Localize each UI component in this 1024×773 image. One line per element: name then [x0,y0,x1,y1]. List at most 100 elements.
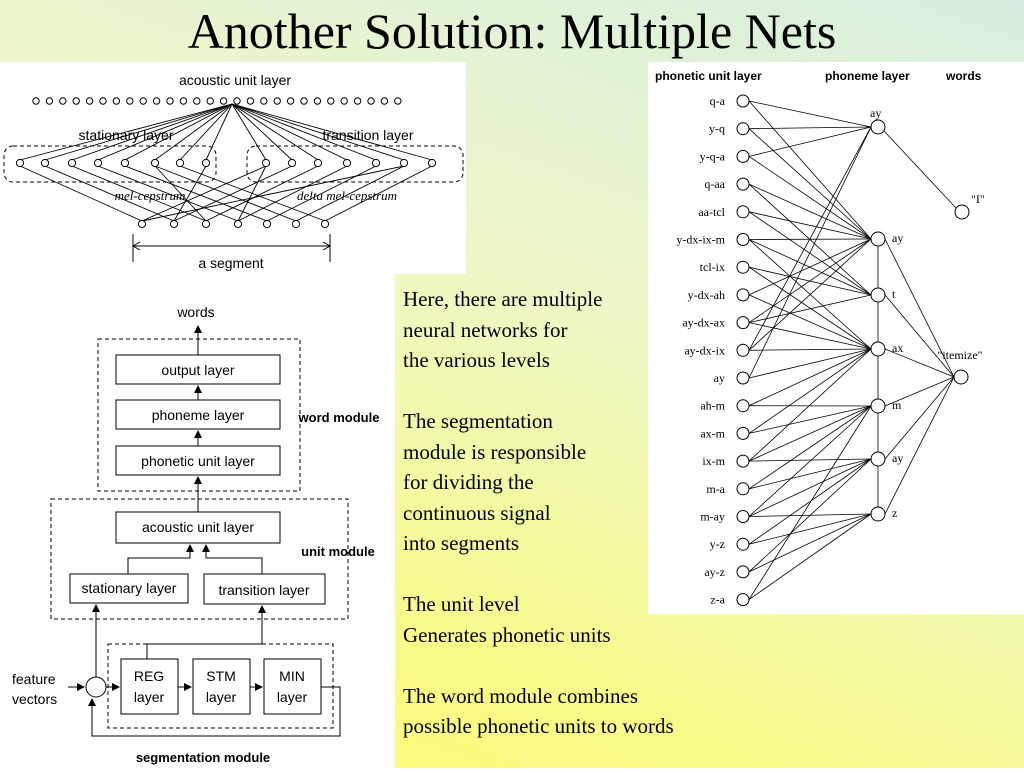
phonetic-unit-node [737,123,749,135]
acoustic-unit-node [207,98,213,104]
note-line: neural networks for [403,315,703,346]
output-layer-label: output layer [161,362,234,378]
phonetic-unit-node [737,261,749,273]
phoneme-layer-header: phoneme layer [825,69,910,83]
note-line: into segments [403,528,703,559]
transition-node [343,159,350,166]
a-segment-label: a segment [198,255,263,271]
phonetic-unit-layer-header: phonetic unit layer [655,69,762,83]
acoustic-unit-layer-label: acoustic unit layer [142,519,254,535]
module-diagram: words output layer phoneme layer phoneti… [0,274,395,768]
acoustic-unit-node [314,98,320,104]
phonetic-unit-node [737,483,749,495]
stationary-layer-label: stationary layer [79,127,174,143]
phoneme-node [871,232,885,246]
stm-label: STM [206,668,236,684]
acoustic-unit-node [220,98,226,104]
note-line: Here, there are multiple [403,284,703,315]
words-output-label: words [176,304,214,320]
cepstrum-input-node [202,220,209,227]
transition-layer-label: transition layer [322,127,413,143]
stationary-node [41,159,48,166]
acoustic-unit-node [328,98,334,104]
phoneme-label: ay [892,231,903,245]
phoneme-node [871,452,885,466]
phonetic-unit-label: q-aa [704,177,725,191]
note-line: possible phonetic units to words [403,711,703,742]
phonetic-unit-node [737,455,749,467]
phonetic-unit-label: ax-m [700,426,725,440]
feature-label: feature [12,671,56,687]
phoneme-label: t [892,287,896,301]
stationary-node [68,159,75,166]
acoustic-unit-node [368,98,374,104]
unit-module-label: unit module [301,544,375,559]
stationary-node [121,159,128,166]
phonetic-unit-label: ix-m [702,454,725,468]
phonetic-unit-node [737,317,749,329]
phonetic-unit-node [737,566,749,578]
acoustic-unit-node [60,98,66,104]
word-label: "itemize" [937,348,982,362]
acoustic-unit-node [274,98,280,104]
cepstrum-input-node [170,220,177,227]
note-line: The unit level [403,589,703,620]
acoustic-unit-node [287,98,293,104]
acoustic-unit-node [46,98,52,104]
phoneme-node [871,507,885,521]
segment-diagram: acoustic unit layer stationary layer tra… [0,62,466,274]
word-node [955,205,969,219]
paragraph-gap [403,376,703,407]
acoustic-unit-node [341,98,347,104]
unit-module-box [51,499,348,619]
acoustic-unit-node [247,98,253,104]
phonetic-unit-node [737,538,749,550]
phonetic-unit-label: m-a [706,482,725,496]
phonetic-unit-label: ay [714,371,725,385]
transition-node [262,159,269,166]
phoneme-node [871,120,885,134]
phonetic-unit-label: ah-m [700,399,725,413]
note-line: the various levels [403,345,703,376]
acoustic-unit-node [180,98,186,104]
phoneme-label: m [892,398,902,412]
phonetic-unit-node [737,289,749,301]
phoneme-label: ay [870,106,881,120]
acoustic-unit-node [234,98,240,104]
phonetic-unit-label: tcl-ix [700,260,725,274]
phonetic-unit-label: y-z [710,537,725,551]
phoneme-label: ay [892,451,903,465]
stationary-group-box [4,146,216,182]
phonetic-unit-node [737,511,749,523]
phoneme-node [871,399,885,413]
phonetic-unit-node [737,95,749,107]
acoustic-unit-node [153,98,159,104]
cepstrum-input-node [234,220,241,227]
transition-node [314,159,321,166]
phonetic-unit-node [737,344,749,356]
stationary-layer-label: stationary layer [82,580,177,596]
min-layer-label: layer [277,689,308,705]
segmentation-module-label: segmentation module [136,750,270,765]
phonetic-unit-layer-label: phonetic unit layer [141,453,255,469]
vectors-label: vectors [12,691,57,707]
stationary-node [151,159,158,166]
phonetic-unit-label: y-dx-ix-m [676,233,725,247]
input-junction-node [86,677,106,697]
transition-layer-label: transition layer [218,582,309,598]
slide-title: Another Solution: Multiple Nets [0,0,1024,62]
phonetic-unit-node [737,400,749,412]
reg-layer-label: layer [134,689,165,705]
paragraph-gap [403,650,703,681]
segmentation-module-box [108,644,333,728]
phoneme-layer-label: phoneme layer [152,407,245,423]
delta-mel-cepstrum-label: delta mel-cepstrum [297,188,397,203]
acoustic-unit-node [86,98,92,104]
acoustic-unit-node [73,98,79,104]
cepstrum-input-node [321,220,328,227]
phonetic-unit-node [737,150,749,162]
note-line: module is responsible [403,437,703,468]
transition-node [288,159,295,166]
stm-layer-label: layer [206,689,237,705]
